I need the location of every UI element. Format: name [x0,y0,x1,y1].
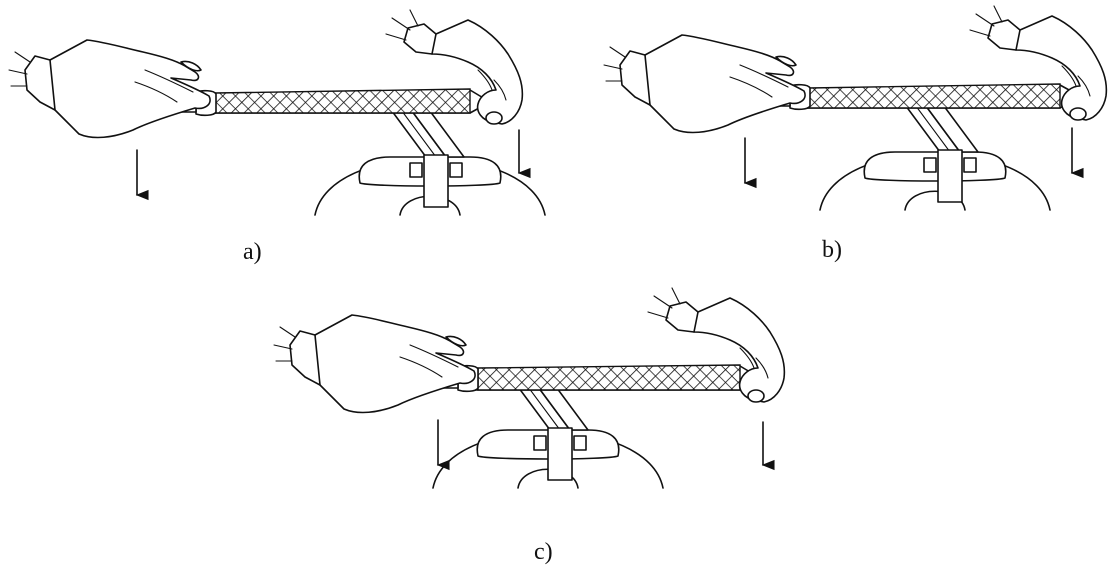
panel-c: c) [273,287,786,565]
panel-label-b: b) [822,237,842,263]
file [404,364,761,393]
left-hand [273,314,476,414]
left-hand [603,34,806,134]
vise-and-workpiece [819,97,1051,211]
vise-and-workpiece [432,375,664,489]
panel-b: b) [603,5,1108,263]
left-hand [8,39,211,139]
panel-label-a: a) [243,239,262,265]
panel-label-c: c) [534,539,553,565]
panel-a: a) [8,9,546,265]
file [139,88,491,117]
